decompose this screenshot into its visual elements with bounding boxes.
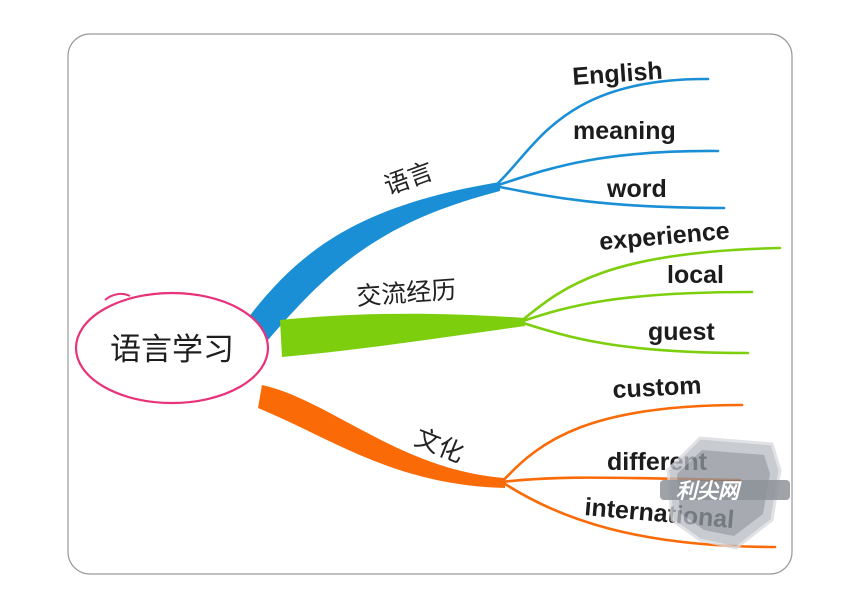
shield-badge-icon: 利尖网 — [660, 436, 790, 550]
leaf-english: English — [571, 57, 663, 91]
leaf-word: word — [606, 175, 667, 203]
leaf-meaning: meaning — [573, 117, 676, 145]
diagram-frame — [67, 33, 793, 575]
branch-culture-connector — [258, 385, 505, 488]
central-topic-ring-flourish — [104, 292, 131, 301]
central-topic-ring — [74, 291, 270, 405]
language-leaf-twigs — [493, 77, 726, 210]
branch-label-communication: 交流经历 — [355, 275, 457, 311]
leaf-local: local — [667, 261, 724, 289]
watermark-text: 利尖网 — [676, 479, 742, 503]
central-topic-label: 语言学习 — [110, 332, 234, 368]
leaf-custom: custom — [612, 371, 702, 404]
communication-leaf-twigs — [518, 246, 782, 355]
leaf-guest: guest — [648, 318, 715, 346]
branch-language-connector — [248, 182, 500, 340]
branch-communication-connector — [280, 313, 525, 357]
central-topic-node: 语言学习 — [74, 291, 270, 405]
